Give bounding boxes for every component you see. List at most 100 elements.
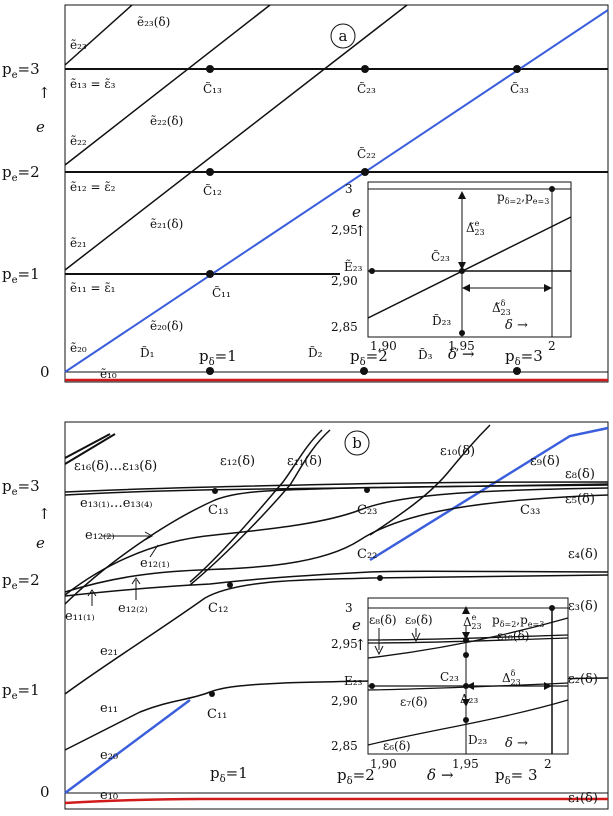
inset-b-arrow-up: ↑ — [354, 636, 367, 654]
label-C23: C̃₂₃ — [357, 81, 376, 96]
ytick-b-3: pe=3 — [2, 477, 40, 498]
label-e12: ẽ₁₂ = ε̃₂ — [70, 180, 116, 194]
dot-pd1 — [206, 367, 214, 375]
label-e22d: ẽ₂₂(δ) — [150, 114, 183, 128]
inset-a-ytick-1: 2,95 — [331, 223, 358, 237]
label-b-pd2: pδ=2 — [337, 766, 375, 787]
inset-a-ytick-3: 2,85 — [331, 320, 358, 334]
panel-a: a pe=3 pe=2 pe=1 0 ↑ e ẽ₂₃ ẽ₂₃(δ) ẽ₁₃ = … — [2, 4, 609, 383]
badge-a-circle — [330, 23, 356, 49]
label-e20: e₂₀ — [100, 748, 118, 763]
inset-a-dot-D23 — [459, 330, 465, 336]
dot-b-C23 — [364, 487, 370, 493]
inset-b-delta23-head — [462, 699, 470, 707]
label-e10: ẽ₁₀ — [100, 367, 117, 381]
inset-b-E23: E₂₃ — [344, 674, 363, 688]
dot-b-C11 — [209, 691, 215, 697]
inset-b-delta-axis: δ — [505, 736, 513, 751]
inset-b-ytick-2: 2,90 — [331, 694, 358, 708]
label-b-pd3: pδ= 3 — [495, 766, 538, 787]
dot-C22 — [361, 168, 369, 176]
curve-eps12 — [189, 429, 323, 583]
label-eps10: ε₁₀(δ) — [440, 444, 475, 459]
arrow-up-a: ↑ — [38, 84, 51, 102]
arrow-right-a: → — [462, 345, 475, 363]
label-C12: C₁₂ — [208, 601, 228, 616]
inset-a-delta-e-heads — [458, 191, 466, 270]
arrow-e111 — [87, 589, 97, 606]
dot-b-C12 — [227, 582, 233, 588]
label-C22: C̃₂₂ — [357, 146, 376, 161]
zero-a: 0 — [40, 363, 50, 381]
label-D3: D̃₃ — [418, 347, 433, 362]
inset-b-xtick-1: 1,95 — [452, 757, 479, 771]
diag-e22 — [64, 4, 271, 166]
inset-b: 3 2,95 2,90 2,85 1,90 1,95 2 ↑ e δ → pδ=… — [331, 597, 569, 771]
label-eps9: ε₉(δ) — [530, 454, 560, 469]
inset-b-eps9 — [367, 634, 569, 641]
label-e21: e₂₁ — [100, 644, 118, 659]
inset-b-ytick-0: 3 — [345, 601, 353, 615]
label-C33: C₃₃ — [520, 503, 540, 518]
curve-e12b — [64, 494, 609, 593]
label-e121: e₁₂₍₁₎ — [140, 556, 170, 571]
inset-b-eps6: ε₆(δ) — [383, 739, 411, 753]
dot-pd2 — [360, 367, 368, 375]
panel-b-frame — [64, 421, 609, 810]
inset-b-arrow-right: → — [517, 736, 528, 751]
ytick-b-1: pe=1 — [2, 681, 40, 702]
label-e122: e₁₂₍₂₎ — [85, 528, 115, 543]
label-e111: e₁₁₍₁₎ — [65, 609, 95, 624]
badge-a: a — [339, 27, 348, 45]
arrow-e121 — [149, 544, 159, 558]
dot-C11 — [206, 270, 214, 278]
label-D2: D̃₂ — [308, 345, 323, 360]
panel-b: b pe=3 pe=2 pe=1 0 ↑ e ε₁₆(δ)…ε₁₃(δ) ε₁₂… — [2, 421, 609, 810]
label-e21d: ẽ₂₁(δ) — [150, 217, 183, 231]
label-e21: ẽ₂₁ — [70, 236, 87, 250]
inset-a-E23: Ẽ₂₃ — [344, 259, 363, 274]
inset-a-axis-e: e — [352, 203, 361, 221]
curve-eps10 — [369, 424, 491, 536]
inset-b-pcorner: pδ=2,pe=3 — [492, 613, 544, 629]
label-eps4: ε₄(δ) — [568, 547, 598, 562]
label-e23d: ẽ₂₃(δ) — [137, 15, 170, 29]
label-C13: C₁₃ — [208, 503, 228, 518]
label-eps16: ε₁₆(δ)…ε₁₃(δ) — [74, 459, 157, 474]
curve-eps16a — [64, 433, 111, 459]
inset-b-eps7: ε₇(δ) — [400, 695, 428, 709]
label-e20: ẽ₂₀ — [70, 341, 87, 355]
dot-C33 — [513, 65, 521, 73]
inset-a-dot-C23 — [459, 268, 465, 274]
axis-e-a: e — [36, 118, 45, 136]
label-pd1: pδ=1 — [199, 347, 237, 368]
inset-b-delta-e-heads — [462, 606, 470, 640]
dot-C13 — [206, 65, 214, 73]
badge-b: b — [352, 434, 362, 452]
inset-a: 3 2,95 2,90 2,85 1,90 1,95 2 ↑ e δ → pδ=… — [331, 181, 572, 353]
axis-e-b: e — [36, 534, 45, 552]
blue-line-e20-b — [64, 426, 609, 795]
inset-a-frame — [367, 181, 572, 338]
label-pd3: pδ=3 — [505, 347, 543, 368]
inset-b-C23: C₂₃ — [440, 670, 459, 684]
dot-C12 — [206, 168, 214, 176]
inset-a-D23: D̃₂₃ — [432, 313, 451, 328]
diag-e21 — [64, 4, 408, 271]
inset-a-dot-E23 — [369, 268, 375, 274]
curve-eps16b — [64, 433, 116, 465]
inset-b-dot-E23 — [369, 683, 375, 689]
zero-b: 0 — [40, 783, 50, 801]
red-line-e10-b — [64, 797, 608, 805]
arrow-right-b: → — [441, 766, 454, 784]
inset-a-ytick-2: 2,90 — [331, 274, 358, 288]
label-eps12: ε₁₂(δ) — [220, 454, 255, 469]
inset-b-eps9: ε₉(δ) — [405, 613, 433, 627]
delta-axis-a: δ — [448, 345, 457, 363]
inset-a-xtick-1: 1,95 — [448, 339, 475, 353]
dot-C23 — [361, 65, 369, 73]
